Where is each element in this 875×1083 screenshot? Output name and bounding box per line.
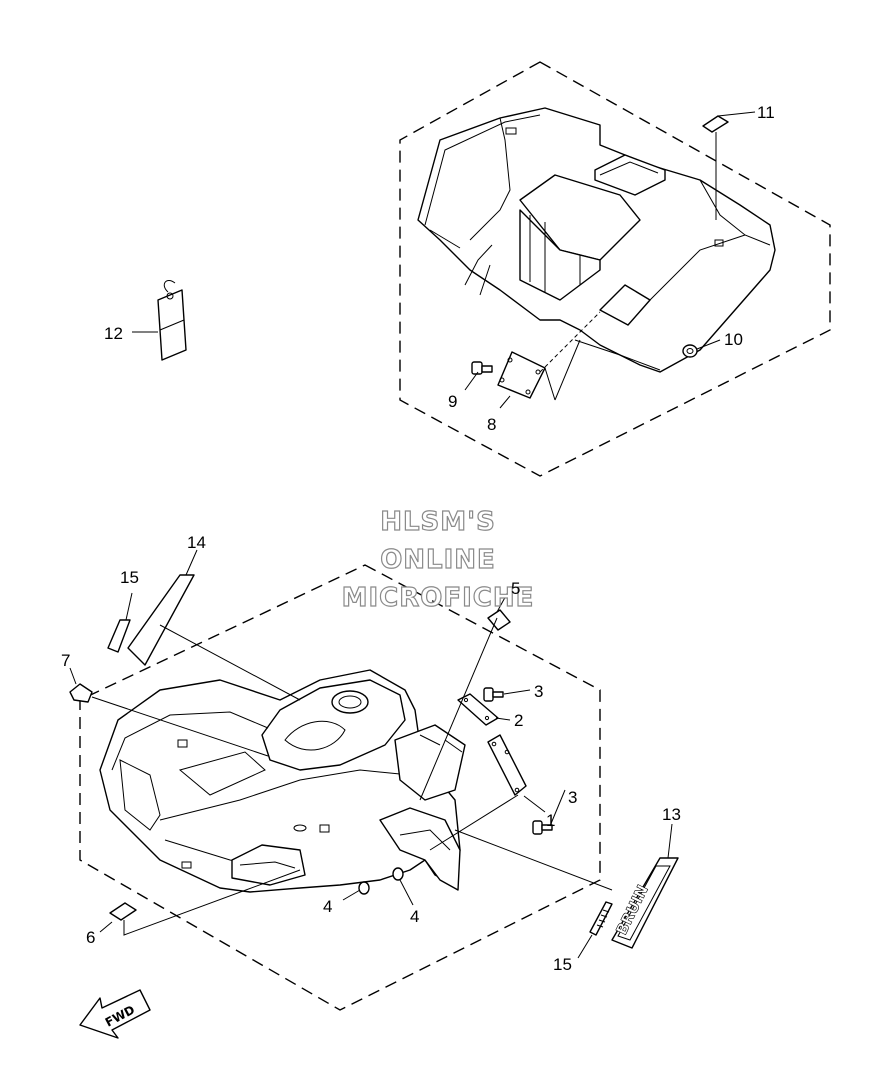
leader-15-lower: [577, 934, 593, 959]
callout-3-upper[interactable]: 3: [534, 682, 543, 701]
part-14-decal[interactable]: [127, 574, 195, 666]
callout-12[interactable]: 12: [104, 324, 123, 343]
callout-11[interactable]: 11: [757, 103, 775, 122]
leader-8: [499, 339, 581, 409]
watermark-line-2: ONLINE: [380, 545, 496, 575]
callout-14[interactable]: 14: [187, 533, 206, 552]
part-12-warning-tag[interactable]: [157, 279, 187, 361]
leader-3-upper: [503, 689, 531, 695]
part-7-reflector[interactable]: [69, 683, 93, 703]
part-15-label-upper[interactable]: [107, 619, 131, 653]
callout-3-lower[interactable]: 3: [568, 788, 577, 807]
part-15-label-lower-stripes: [596, 909, 610, 928]
callout-13[interactable]: 13: [662, 805, 681, 824]
leader-3-lower: [549, 789, 566, 827]
part-1-panel[interactable]: [487, 734, 527, 796]
leader-5: [419, 591, 509, 801]
callout-1[interactable]: 1: [546, 811, 555, 830]
leader-10: [696, 339, 721, 350]
callout-4-right[interactable]: 4: [410, 907, 419, 926]
leader-14: [159, 549, 301, 701]
callout-10[interactable]: 10: [724, 330, 743, 349]
callouts: 1 2 3 3 4 4 5 6 7 8 9 10 11 12 13 14 15 …: [61, 103, 775, 974]
rear-fender-group-boundary: [399, 61, 831, 477]
rear-fender[interactable]: [417, 107, 776, 373]
part-9-screw[interactable]: [471, 361, 493, 375]
callout-4-left[interactable]: 4: [323, 897, 332, 916]
leader-7: [69, 667, 269, 757]
callout-15-upper[interactable]: 15: [120, 568, 139, 587]
part-11-label[interactable]: [702, 115, 729, 133]
front-fender[interactable]: [99, 669, 466, 893]
leader-2: [495, 717, 511, 721]
leader-4-right: [399, 879, 414, 906]
leader-15-upper: [125, 592, 133, 621]
callout-9[interactable]: 9: [448, 392, 457, 411]
watermark-line-1: HLSM'S: [380, 507, 496, 537]
part-3-screw-upper[interactable]: [483, 687, 504, 702]
callout-2[interactable]: 2: [514, 711, 523, 730]
part-8-plate[interactable]: [497, 351, 546, 399]
leader-8-dashed: [539, 311, 601, 373]
leader-9: [464, 371, 479, 391]
part-15-label-lower[interactable]: [589, 901, 613, 936]
watermark-line-3: MICROFICHE: [342, 583, 535, 613]
leader-4-left: [342, 889, 361, 901]
leader-11: [715, 111, 756, 220]
watermark: HLSM'S ONLINE MICROFICHE: [341, 506, 535, 613]
part-6-label[interactable]: [109, 902, 137, 921]
part-10-grommet[interactable]: [682, 344, 698, 358]
part-4-grommet-right[interactable]: [392, 867, 404, 881]
part-5-label[interactable]: [487, 609, 511, 631]
callout-7[interactable]: 7: [61, 651, 70, 670]
part-4-grommet-left[interactable]: [358, 881, 370, 895]
leader-1: [429, 794, 546, 851]
leader-13: [454, 823, 673, 891]
fwd-direction-arrow: FWD: [79, 989, 151, 1039]
callout-8[interactable]: 8: [487, 415, 496, 434]
callout-6[interactable]: 6: [86, 928, 95, 947]
leader-6: [99, 869, 301, 936]
part-3-screw-lower[interactable]: [532, 820, 553, 835]
part-13-brand-decal[interactable]: BRUIN: [611, 857, 679, 949]
callout-15-lower[interactable]: 15: [553, 955, 572, 974]
callout-5[interactable]: 5: [511, 579, 520, 598]
